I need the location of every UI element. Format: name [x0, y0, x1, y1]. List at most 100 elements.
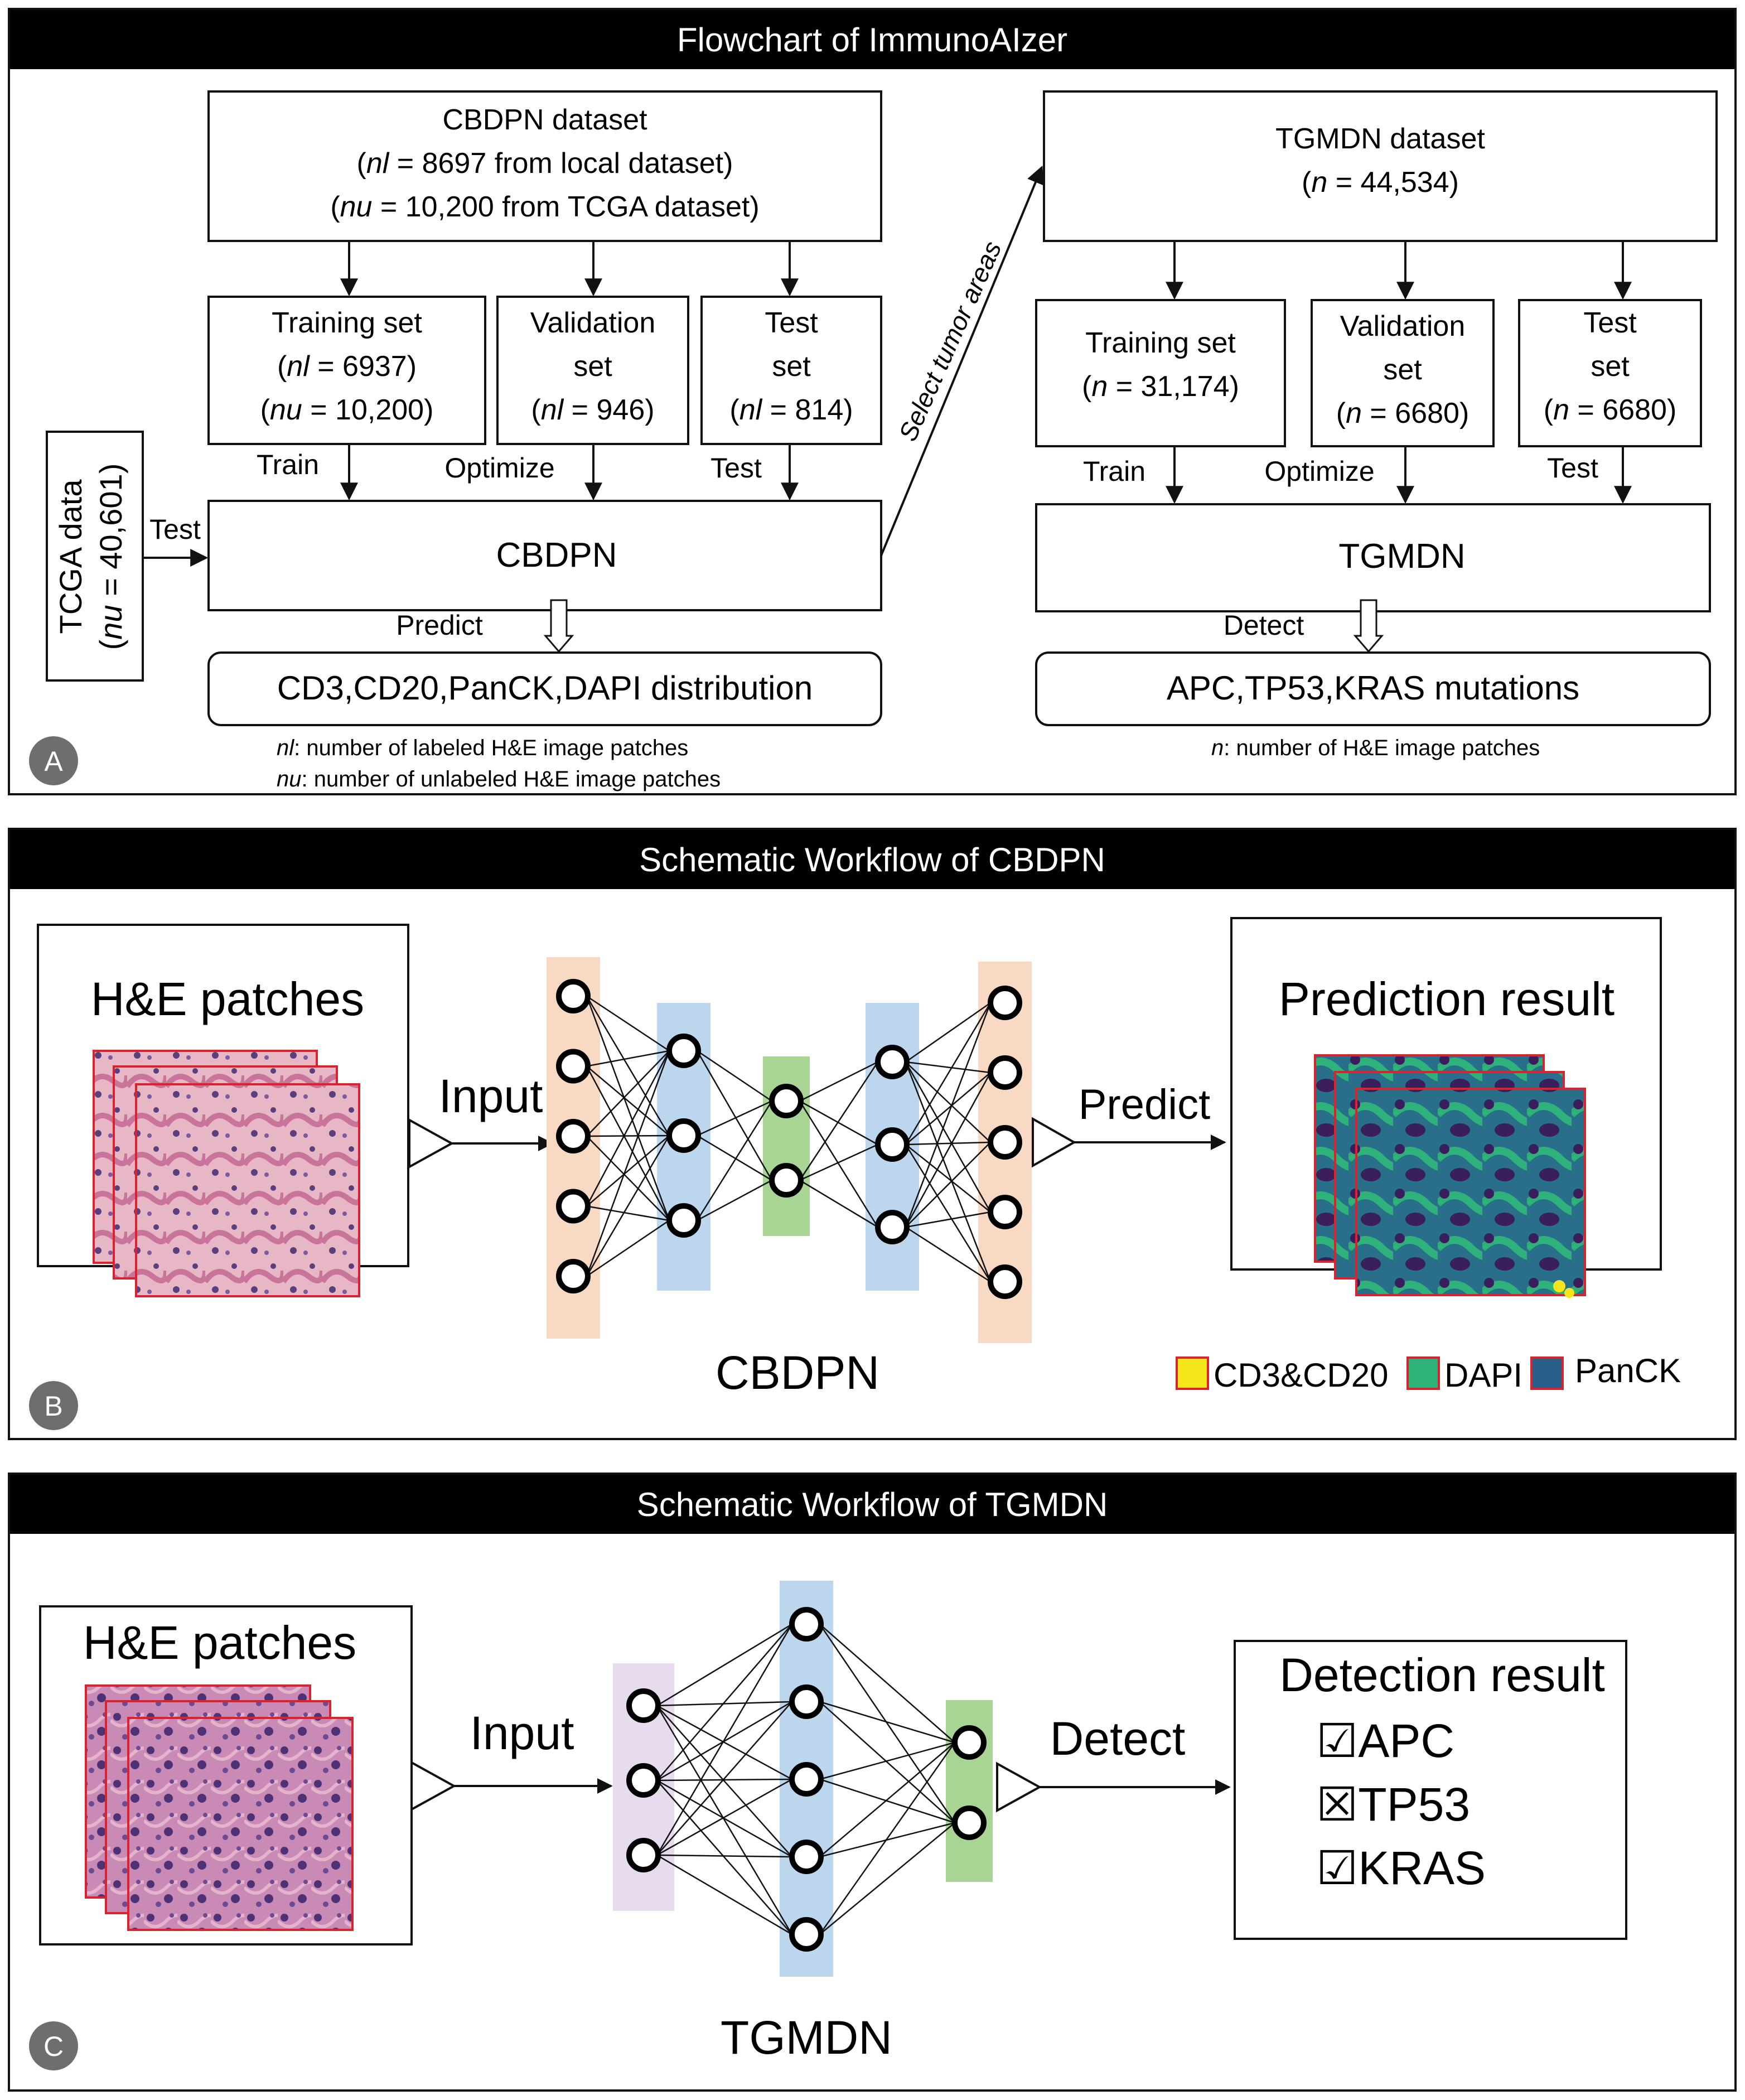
result-kras: ☑KRAS — [1316, 1842, 1486, 1894]
tgmdn-he-patch-front — [127, 1717, 354, 1931]
footnote-nl: nl: number of labeled H&E image patches — [277, 736, 688, 760]
network-connection — [656, 1779, 792, 1858]
network-connection — [819, 1624, 955, 1743]
network-connection — [586, 1065, 670, 1136]
cbdpn-predict-label: Predict — [1079, 1081, 1211, 1128]
cbdpn-output-label: CD3,CD20,PanCK,DAPI distribution — [277, 669, 813, 707]
cbdpn-test-edge-label: Test — [710, 452, 762, 484]
badge-c-label: C — [43, 2031, 64, 2062]
network-connection — [799, 1100, 879, 1228]
network-connection — [799, 1061, 878, 1102]
network-connection — [819, 1822, 955, 1858]
network-node — [952, 1725, 987, 1760]
cbdpn-training-box — [207, 296, 486, 445]
tgmdn-optimize-label: Optimize — [1264, 456, 1374, 487]
tgmdn-test-edge-label: Test — [1547, 452, 1598, 484]
legend-swatch-cd3-cd20 — [1176, 1356, 1209, 1390]
tgmdn-test-n: (n = 6680) — [1544, 394, 1677, 426]
tcga-test-label: Test — [149, 514, 201, 545]
network-connection — [656, 1778, 792, 1856]
tgmdn-output-label: APC,TP53,KRAS mutations — [1167, 669, 1579, 707]
network-node — [556, 1049, 591, 1084]
network-connection — [656, 1701, 792, 1707]
network-connection — [586, 996, 670, 1221]
predict-hollow-arrow — [543, 599, 574, 653]
badge-c — [29, 2021, 78, 2070]
cbdpn-optimize-label: Optimize — [444, 452, 554, 484]
network-connection — [696, 1100, 773, 1221]
cbdpn-test-label: Test — [765, 307, 818, 339]
network-connection — [819, 1742, 956, 1935]
legend-label-panck: PanCK — [1575, 1352, 1681, 1389]
cbdpn-output-box — [207, 651, 882, 726]
network-connection — [905, 1141, 991, 1146]
cbdpn-model-box — [207, 500, 882, 611]
network-connection — [905, 1226, 991, 1283]
network-node — [789, 1684, 824, 1719]
legend-swatch-panck — [1530, 1356, 1564, 1390]
network-connection — [656, 1624, 792, 1781]
network-connection — [819, 1822, 955, 1935]
network-node — [626, 1688, 661, 1723]
panel-c: Schematic Workflow of TGMDN H&E patches … — [8, 1473, 1737, 2092]
network-node — [666, 1203, 701, 1238]
tgmdn-training-box — [1035, 299, 1286, 447]
network-node — [666, 1034, 701, 1068]
network-node — [626, 1763, 661, 1798]
network-connection — [656, 1854, 792, 1858]
tgmdn-input-label: Input — [470, 1707, 574, 1759]
detect-hollow-arrow — [1353, 599, 1384, 653]
network-connection — [586, 995, 670, 1052]
network-connection — [586, 1050, 670, 1207]
network-node — [556, 979, 591, 1013]
cbdpn-validation-nl: (nl = 946) — [531, 394, 654, 426]
detection-result-box — [1234, 1640, 1627, 1940]
network-connection — [905, 1144, 992, 1282]
badge-b — [29, 1381, 78, 1430]
network-node — [875, 1127, 910, 1162]
network-connection — [696, 1050, 773, 1181]
detection-result-title: Detection result — [1279, 1649, 1605, 1701]
network-connection — [905, 1061, 991, 1143]
network-connection — [586, 1135, 670, 1207]
he-patch-front — [135, 1083, 360, 1297]
network-connection — [586, 1136, 670, 1221]
cbdpn-network-label: CBDPN — [716, 1346, 879, 1399]
network-node — [875, 1045, 910, 1079]
panel-b-workflow: H&E patches Input CBDPN Predict Predicti… — [29, 917, 1681, 1430]
network-connection — [656, 1624, 793, 1856]
cbdpn-dataset-nu: (nu = 10,200 from TCGA dataset) — [330, 191, 759, 223]
panel-c-workflow: H&E patches Input TGMDN Detect Detection… — [29, 1581, 1627, 2070]
network-connection — [586, 1050, 670, 1067]
network-node — [626, 1838, 661, 1872]
tgmdn-validation-box — [1311, 299, 1495, 447]
network-node — [556, 1119, 591, 1153]
cbdpn-training-nl: (nl = 6937) — [277, 350, 417, 383]
network-connection — [819, 1701, 955, 1744]
network-node — [789, 1607, 824, 1642]
tgmdn-test-set: set — [1591, 350, 1630, 383]
network-connection — [799, 1100, 878, 1146]
network-connection — [586, 996, 670, 1136]
network-connection — [819, 1624, 956, 1823]
network-connection — [905, 1211, 991, 1228]
cbdpn-input-label: Input — [439, 1070, 543, 1122]
tgmdn-validation-set: set — [1383, 354, 1422, 386]
legend-label-dapi: DAPI — [1444, 1356, 1522, 1394]
tgmdn-output-box — [1035, 651, 1711, 726]
network-node — [666, 1118, 701, 1153]
network-connection — [819, 1742, 955, 1857]
tgmdn-test-label: Test — [1583, 307, 1637, 339]
network-node — [789, 1917, 824, 1952]
footnote-n: n: number of H&E image patches — [1211, 736, 1540, 760]
network-connection — [656, 1854, 792, 1935]
footnote-nu: nu: number of unlabeled H&E image patche… — [277, 767, 721, 791]
network-connection — [905, 1061, 992, 1213]
network-connection — [656, 1780, 792, 1935]
network-node — [556, 1259, 591, 1293]
cd3-cd20-spot — [1564, 1288, 1574, 1298]
prediction-map-front — [1355, 1088, 1586, 1296]
tgmdn-test-box — [1518, 299, 1702, 447]
prediction-legend: CD3&CD20 DAPI PanCK — [1176, 1352, 1681, 1394]
network-connection — [819, 1778, 955, 1824]
